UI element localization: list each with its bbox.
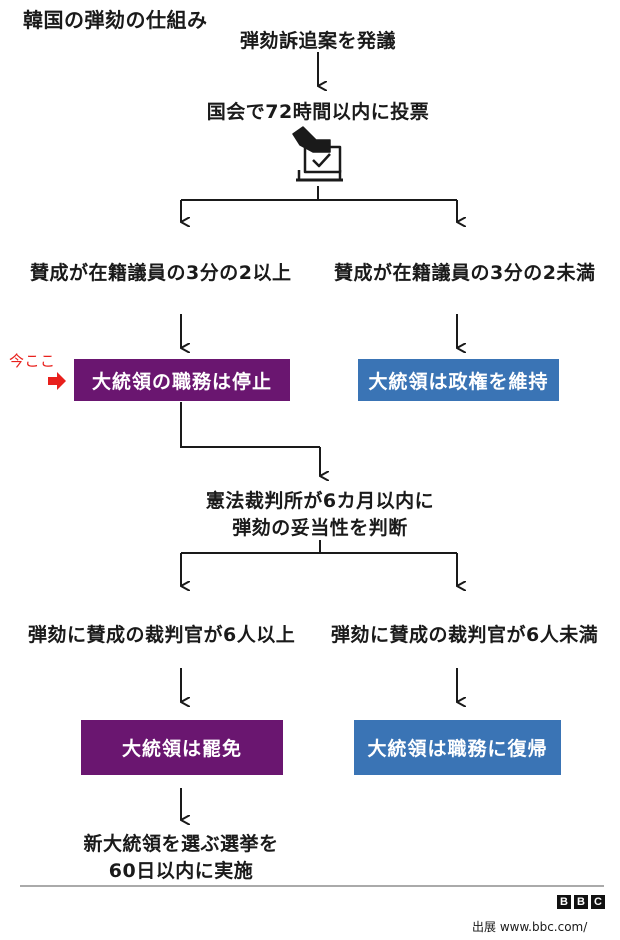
ballot-box-icon (292, 126, 343, 182)
outcome-yes-two-thirds: 賛成が在籍議員の3分の2以上 (30, 262, 292, 284)
here-marker-label: 今ここ (9, 352, 56, 370)
outcome-judges-yes: 弾劾に賛成の裁判官が6人以上 (28, 624, 296, 646)
election-line-1: 新大統領を選ぶ選挙を (83, 833, 279, 855)
here-pointer-arrow-icon (48, 372, 66, 390)
retains-box: 大統領は政権を維持 (358, 359, 559, 401)
removed-box: 大統領は罷免 (81, 720, 283, 775)
source-credit: 出展 www.bbc.com/ (472, 920, 588, 934)
bbc-logo: B B C (557, 895, 605, 909)
court-line-2: 弾劾の妥当性を判断 (232, 517, 408, 539)
outcome-judges-no: 弾劾に賛成の裁判官が6人未満 (331, 624, 599, 646)
outcome-no-two-thirds: 賛成が在籍議員の3分の2未満 (334, 262, 596, 284)
reinstated-box: 大統領は職務に復帰 (354, 720, 561, 775)
connector-suspended-to-court (180, 402, 320, 448)
election-line-2: 60日以内に実施 (108, 860, 254, 882)
court-line-1: 憲法裁判所が6カ月以内に (205, 490, 435, 512)
step-vote: 国会で72時間以内に投票 (206, 101, 430, 123)
bbc-logo-letter: C (591, 895, 605, 909)
bbc-logo-letter: B (574, 895, 588, 909)
suspended-box: 大統領の職務は停止 (74, 359, 290, 401)
step-motion: 弾劾訴追案を発議 (239, 30, 396, 52)
page-title: 韓国の弾劾の仕組み (23, 8, 208, 32)
bbc-logo-letter: B (557, 895, 571, 909)
